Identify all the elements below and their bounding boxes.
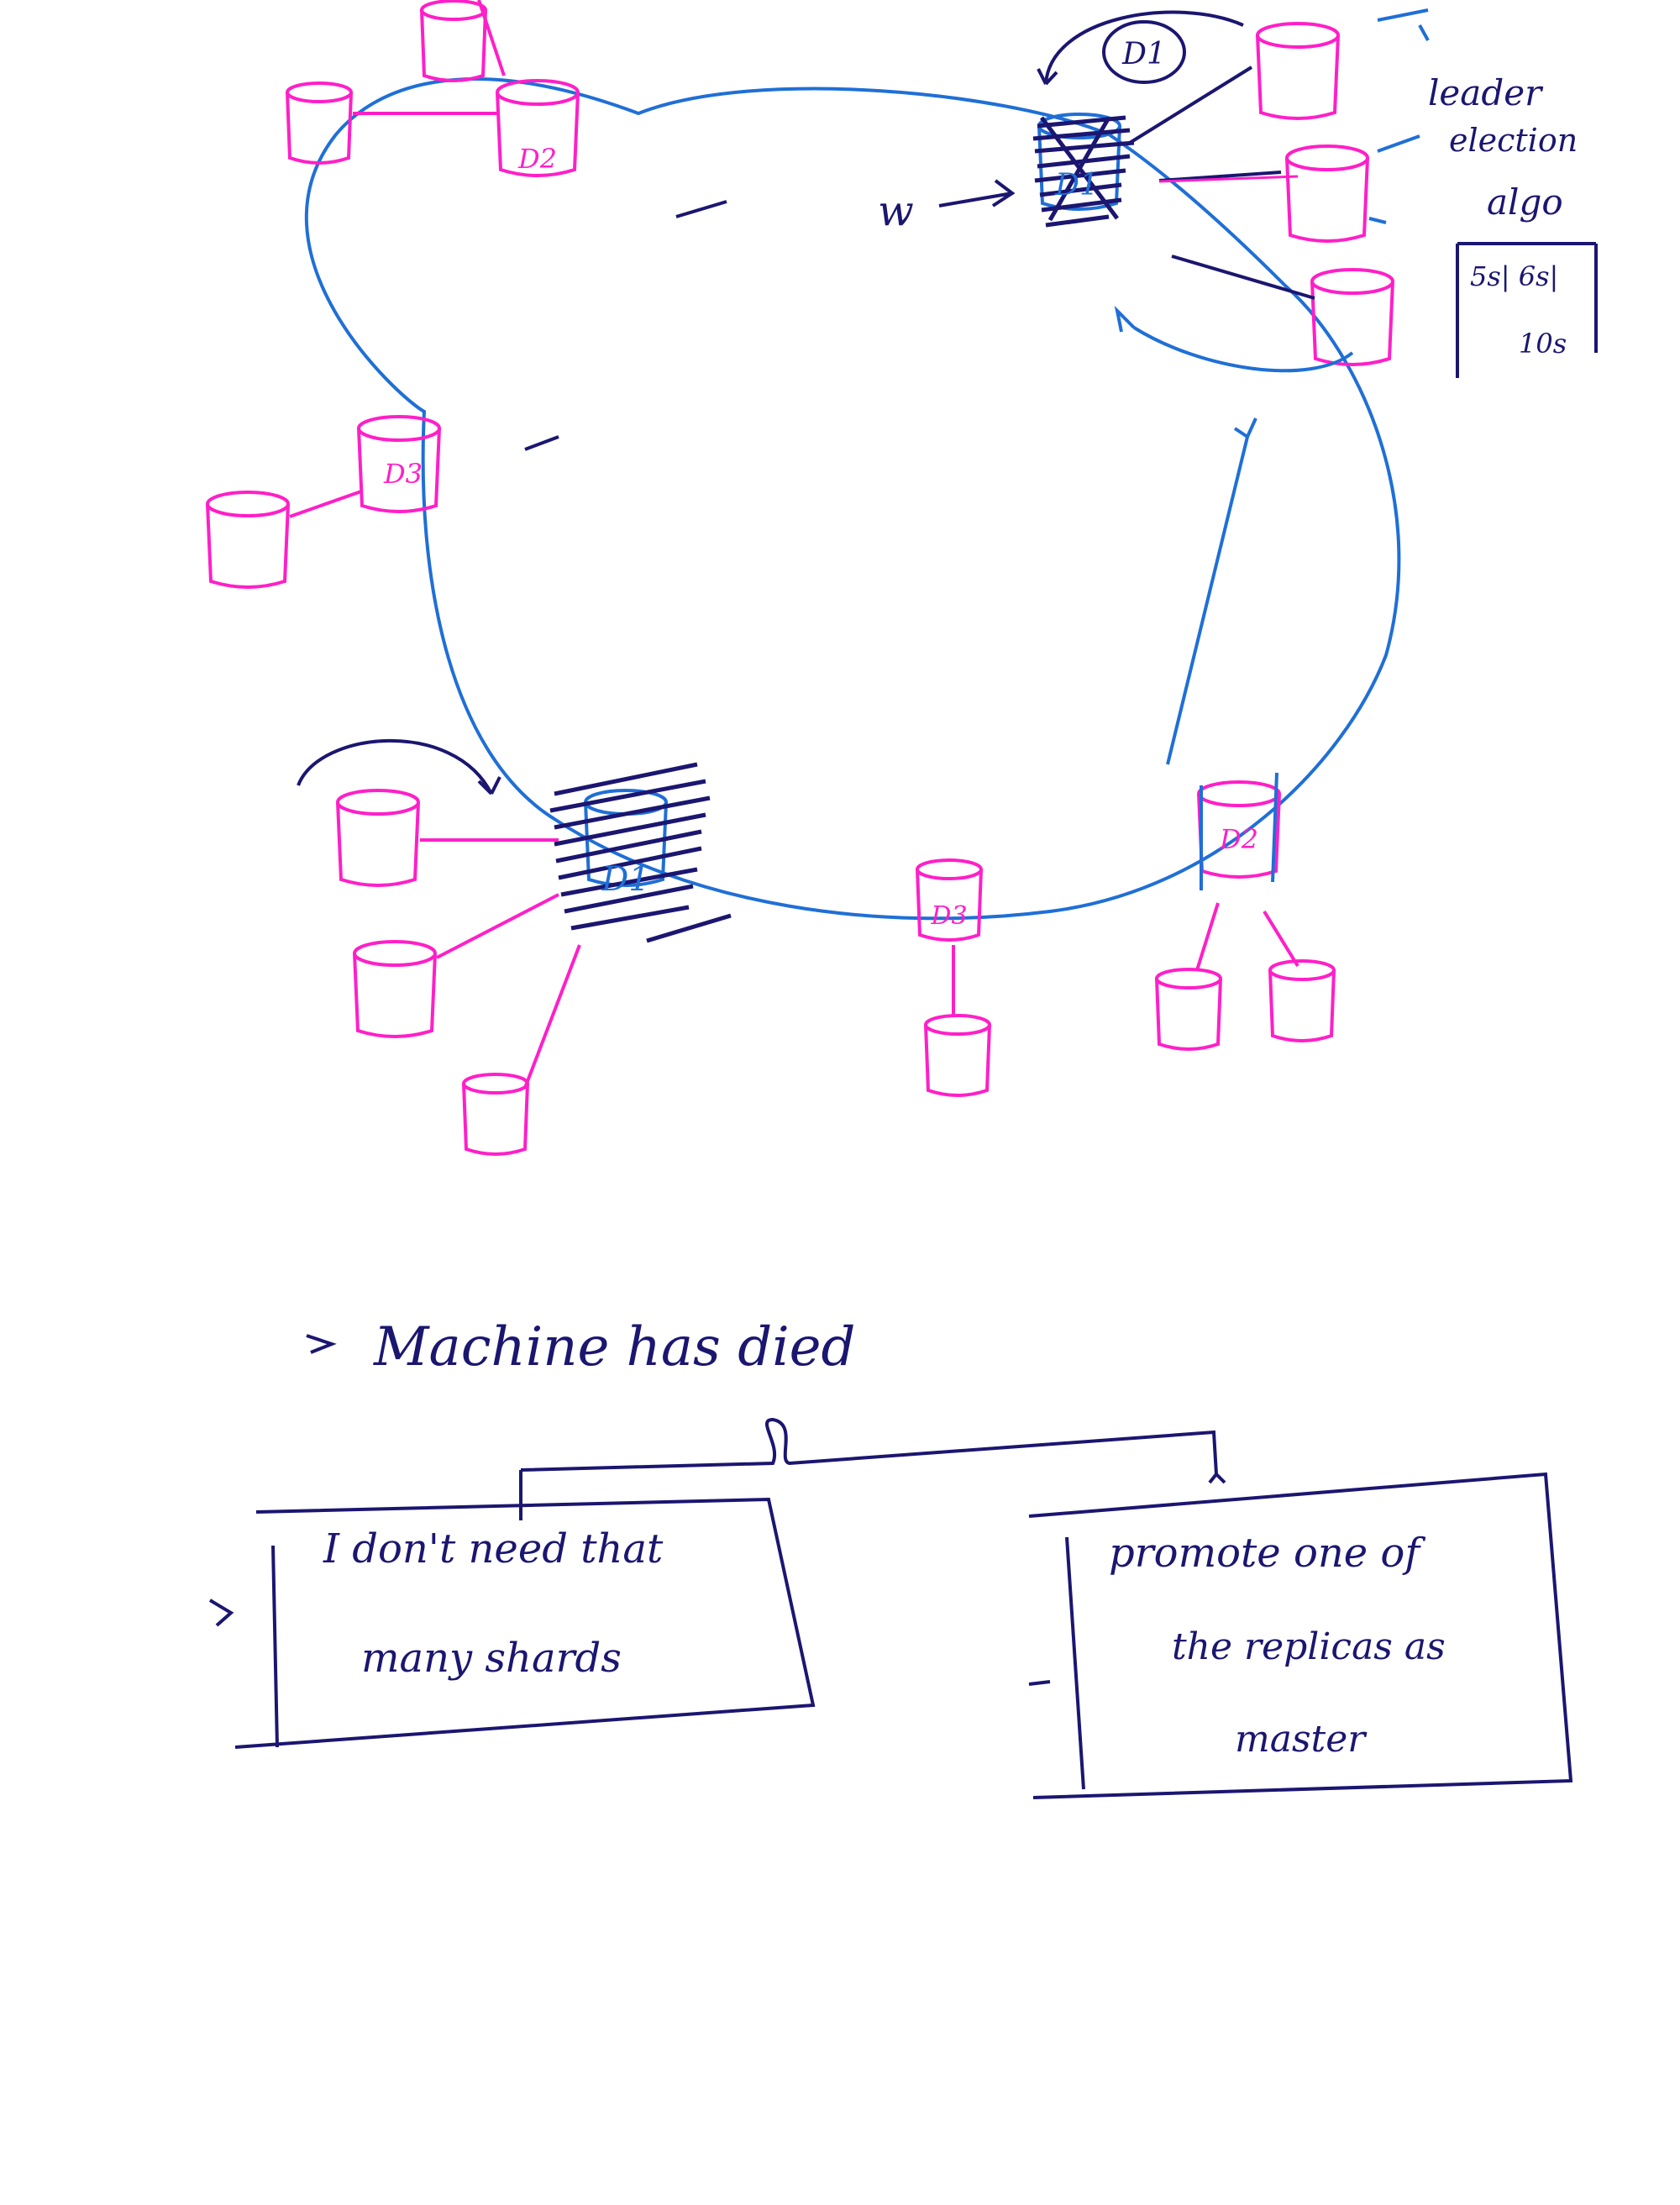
- replicas-top-right: [1128, 8, 1430, 366]
- note-timeouts: 5s| 6s|: [1470, 260, 1558, 292]
- right-option-box: [1028, 1472, 1573, 1799]
- note-election: election: [1449, 122, 1578, 159]
- leader-election-note: leader election algo 5s| 6s| 10s: [1428, 72, 1598, 378]
- primary-node-top-right: D1: [1032, 113, 1135, 228]
- label-d2-top: D2: [517, 143, 557, 175]
- right-option-line3: master: [1235, 1718, 1368, 1761]
- heading-machine-died: Machine has died: [373, 1316, 856, 1378]
- label-d3-bottom: D3: [930, 901, 967, 931]
- write-arrow: w: [878, 179, 1016, 235]
- label-d1-top: D1: [1054, 168, 1099, 202]
- note-leader: leader: [1428, 72, 1544, 113]
- label-d1-bottom: D1: [601, 860, 650, 899]
- node-d2-top-left: D2: [286, 0, 580, 177]
- promotion-loop-arrow: [1114, 305, 1354, 373]
- label-d2-bottom: D2: [1219, 823, 1258, 855]
- ring-checkmarks: [524, 200, 727, 451]
- node-d3-left: D3: [206, 415, 441, 589]
- label-write: w: [878, 186, 914, 235]
- right-option-line2: the replicas as: [1172, 1625, 1446, 1668]
- scribble: [549, 762, 732, 943]
- upward-arrow: [1166, 417, 1257, 765]
- right-option-line1: promote one of: [1109, 1530, 1425, 1577]
- label-d3-left: D3: [383, 458, 423, 490]
- scribble: [1032, 115, 1135, 228]
- node-d3-bottom: D3: [916, 858, 991, 1097]
- left-option-line1: I don't need that: [323, 1525, 664, 1572]
- hash-ring: [304, 77, 1401, 921]
- note-algo: algo: [1487, 181, 1563, 223]
- node-d2-bottom-right: D2: [1155, 772, 1336, 1051]
- note-timeout-10: 10s: [1519, 328, 1567, 360]
- failure-handling-notes: Machine has died I don't need that many …: [208, 1316, 1573, 1799]
- primary-node-bottom-left: D1: [297, 738, 732, 1156]
- left-option-box: [234, 1497, 816, 1749]
- left-option-line2: many shards: [361, 1635, 622, 1682]
- label-d1-circled: D1: [1121, 37, 1166, 71]
- d1-circle-label: D1: [1037, 10, 1244, 86]
